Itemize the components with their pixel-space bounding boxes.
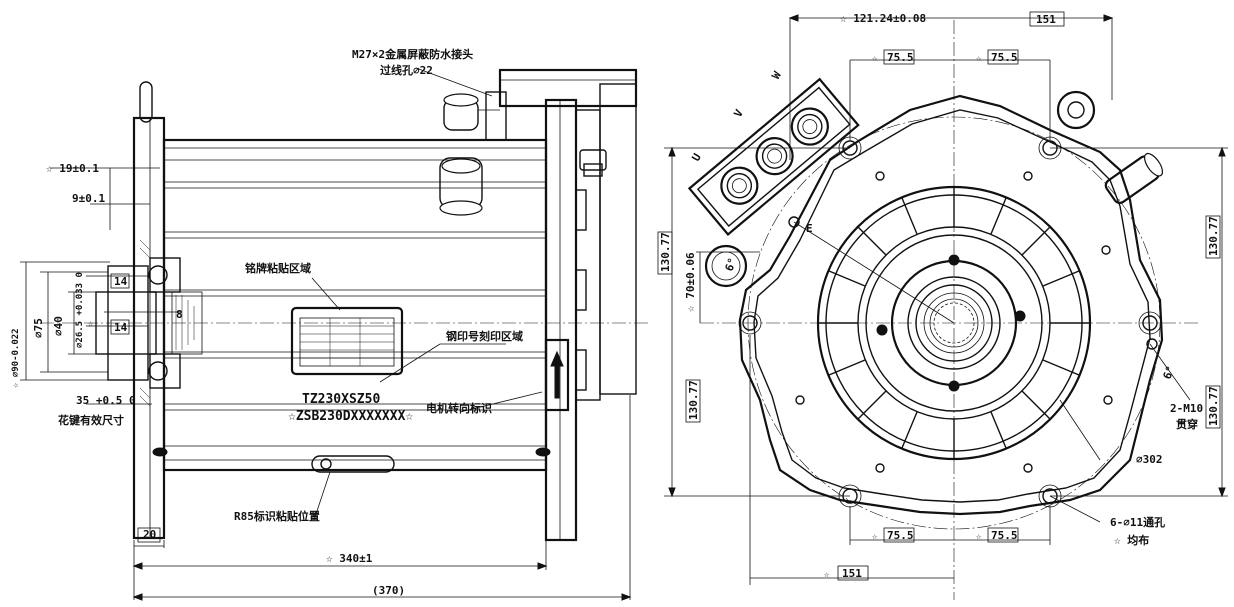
side-view — [20, 67, 650, 601]
star-tr: ☆ — [976, 54, 982, 64]
dim-14-top: 14 — [114, 275, 128, 288]
dim-phi40: ⌀40 — [52, 316, 65, 336]
dim-phi90: ☆ ⌀90-0.022 — [11, 328, 21, 388]
r85-position-label: R85标识粘贴位置 — [234, 509, 320, 523]
dim-75-5-bl: 75.5 — [887, 529, 914, 542]
dim-19: ☆ 19±0.1 — [46, 162, 99, 175]
ground-e: E — [806, 222, 813, 235]
star-bl: ☆ — [872, 532, 878, 542]
thread-note: 2-M10 — [1170, 402, 1203, 415]
holes-note: 6-⌀11通孔 — [1110, 516, 1165, 529]
holes-note-2: ☆ 均布 — [1114, 533, 1149, 547]
front-view — [657, 11, 1228, 600]
dim-370: (370) — [372, 584, 405, 597]
small-star: ☆ — [88, 319, 94, 329]
dim-20: 20 — [143, 528, 156, 541]
dim-151-bottom: 151 — [842, 567, 862, 580]
phase-v: V — [731, 107, 746, 120]
dim-75-5-tl: 75.5 — [887, 51, 914, 64]
dim-151-top: 151 — [1036, 13, 1056, 26]
dim-75-5-br: 75.5 — [991, 529, 1018, 542]
dim-phi75: ⌀75 — [32, 318, 45, 338]
dim-9: 9±0.1 — [72, 192, 105, 205]
dim-130-77-left-top: 130.77 — [659, 232, 672, 272]
dim-35: 35 +0.5 0 — [76, 394, 136, 407]
cable-gland-label: M27×2金属屏蔽防水接头 — [352, 47, 473, 61]
dim-130-77-right-top: 130.77 — [1207, 216, 1220, 256]
phase-w: W — [769, 69, 784, 82]
star-tl: ☆ — [872, 54, 878, 64]
dim-75-5-tr: 75.5 — [991, 51, 1018, 64]
dim-8: 8 — [176, 308, 183, 321]
star-br: ☆ — [976, 532, 982, 542]
spline-note-label: 花键有效尺寸 — [58, 413, 124, 427]
cable-hole-label: 过线孔⌀22 — [380, 63, 433, 77]
nameplate-area-label: 铭牌粘贴区域 — [245, 261, 311, 275]
rotation-mark-label: 电机转向标识 — [426, 401, 492, 415]
thread-note-2: 贯穿 — [1176, 417, 1198, 431]
serial-number: ☆ZSB230DXXXXXXX☆ — [288, 409, 413, 424]
phi302-label: ⌀302 — [1136, 453, 1163, 466]
angle-6-left: 6° — [723, 256, 740, 273]
model-number: TZ230XSZ50 — [302, 392, 380, 407]
dim-70: ☆ 70±0.06 — [684, 252, 697, 312]
serial-area-label: 钢印号刻印区域 — [446, 329, 523, 343]
angle-6-right: 6° — [1161, 364, 1178, 381]
phase-u: U — [689, 151, 704, 164]
dim-340: ☆ 340±1 — [326, 552, 373, 565]
dim-phi26: ⌀26.5 +0.033 0 — [75, 272, 85, 348]
star-bottom: ☆ — [824, 570, 830, 580]
dim-130-77-right-bottom: 130.77 — [1207, 386, 1220, 426]
dim-121: ☆ 121.24±0.08 — [840, 12, 926, 25]
dim-130-77-left-bottom: 130.77 — [687, 380, 700, 420]
dim-14-bottom: 14 — [114, 321, 128, 334]
